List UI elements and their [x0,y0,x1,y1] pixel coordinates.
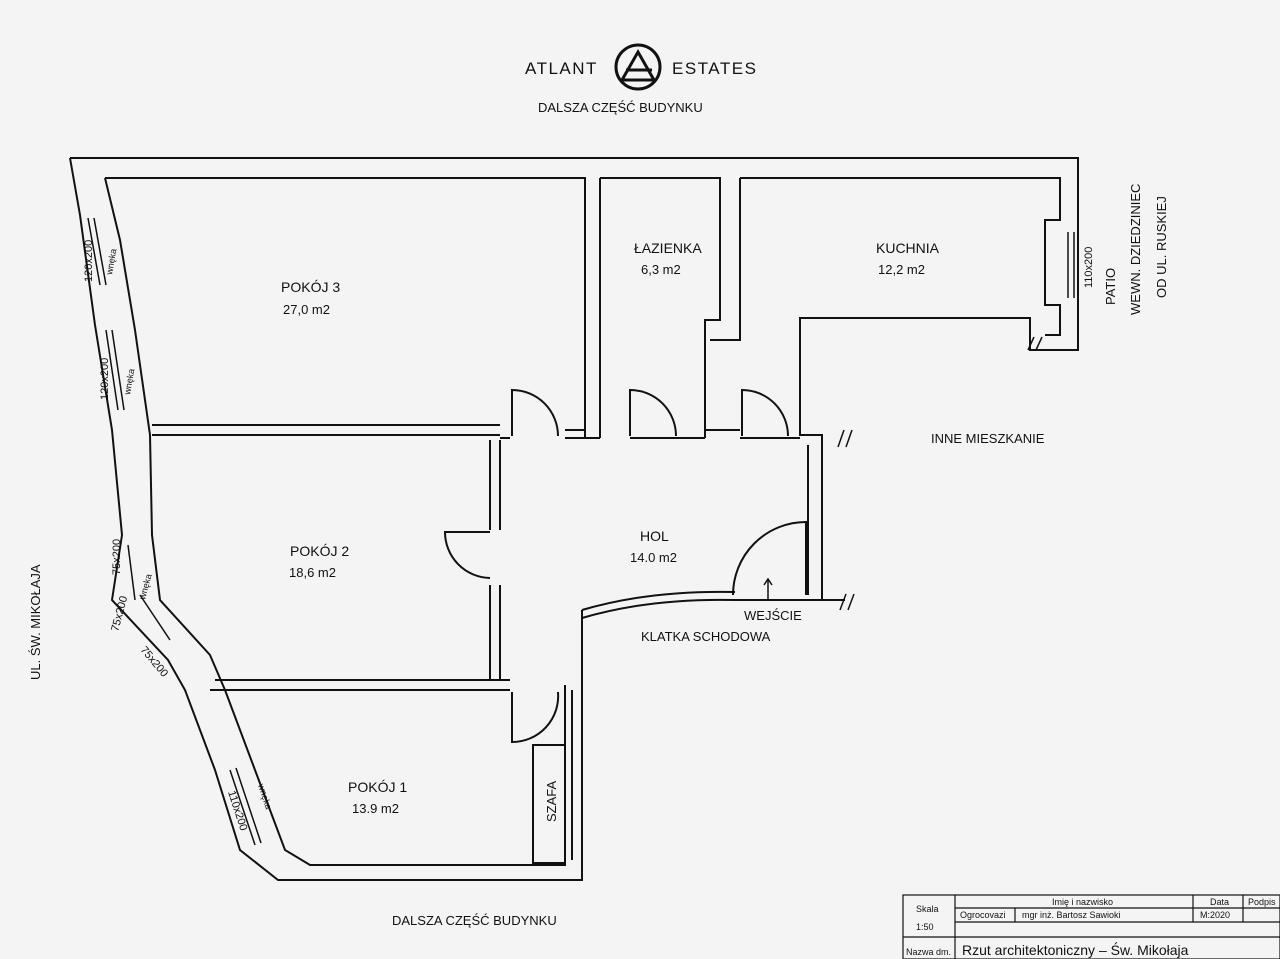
room-lazienka-area: 6,3 m2 [641,262,681,277]
logo-text-right: ESTATES [672,59,757,78]
tb-date: M:2020 [1200,910,1230,920]
tb-title: Rzut architektoniczny – Św. Mikołaja [962,941,1189,958]
label-patio-1: PATIO [1103,268,1118,305]
tb-skala-label: Skala [916,904,939,914]
door-pokoj3 [511,388,559,437]
tb-ogrocovazi: Ogrocovazi [960,910,1006,920]
door-kuchnia [741,388,789,437]
tb-nazwa-label: Nazwa dm. [906,947,951,957]
room-hol-name: HOL [640,528,669,544]
door-pokoj1 [511,691,560,744]
logo: ATLANT ESTATES [525,43,757,91]
door-lazienka [629,388,677,437]
tb-data-header: Data [1210,897,1229,907]
break-marks [837,336,1043,611]
room-kuchnia-name: KUCHNIA [876,240,940,256]
windows [87,217,1075,846]
walls [69,157,1079,881]
window-sill-1: wnęka [104,248,119,276]
room-pokoj3-area: 27,0 m2 [283,302,330,317]
label-entrance: WEJŚCIE [744,608,802,623]
label-top-building: DALSZA CZĘŚĆ BUDYNKU [538,100,703,115]
room-lazienka-name: ŁAZIENKA [634,240,702,256]
tb-skala-value: 1:50 [916,922,934,932]
room-kuchnia-area: 12,2 m2 [878,262,925,277]
door-pokoj2 [443,531,491,579]
logo-emblem-icon [614,43,662,91]
logo-text-left: ATLANT [525,59,598,78]
room-pokoj1-area: 13.9 m2 [352,801,399,816]
wardrobe [532,744,566,864]
tb-author: mgr inż. Bartosz Sawioki [1022,910,1121,920]
room-pokoj3-name: POKÓJ 3 [281,279,340,295]
label-bottom-building: DALSZA CZĘŚĆ BUDYNKU [392,913,557,928]
window-dim-7: 110x200 [1083,247,1095,288]
window-dim-1: 120x200 [83,240,95,282]
label-street: UL. ŚW. MIKOŁAJA [28,564,43,680]
wardrobe-label: SZAFA [544,780,559,822]
label-patio-2: WEWN. DZIEDZINIEC [1128,184,1143,315]
doors [443,388,807,744]
tb-podpis-header: Podpis [1248,897,1276,907]
window-sill-2: wnęka [122,368,137,396]
room-hol-area: 14.0 m2 [630,550,677,565]
tb-name-header: Imię i nazwisko [1052,897,1113,907]
door-entrance [732,520,807,596]
label-other-apartment: INNE MIESZKANIE [931,431,1045,446]
room-pokoj2-area: 18,6 m2 [289,565,336,580]
window-dim-2: 120x200 [99,358,111,400]
label-patio-3: OD UL. RUSKIEJ [1154,196,1169,298]
room-pokoj2-name: POKÓJ 2 [290,543,349,559]
title-block [902,894,1280,959]
room-pokoj1-name: POKÓJ 1 [348,779,407,795]
label-staircase: KLATKA SCHODOWA [641,629,771,644]
window-dim-3: 75x200 [111,539,123,575]
entrance-arrow-icon [763,577,773,600]
